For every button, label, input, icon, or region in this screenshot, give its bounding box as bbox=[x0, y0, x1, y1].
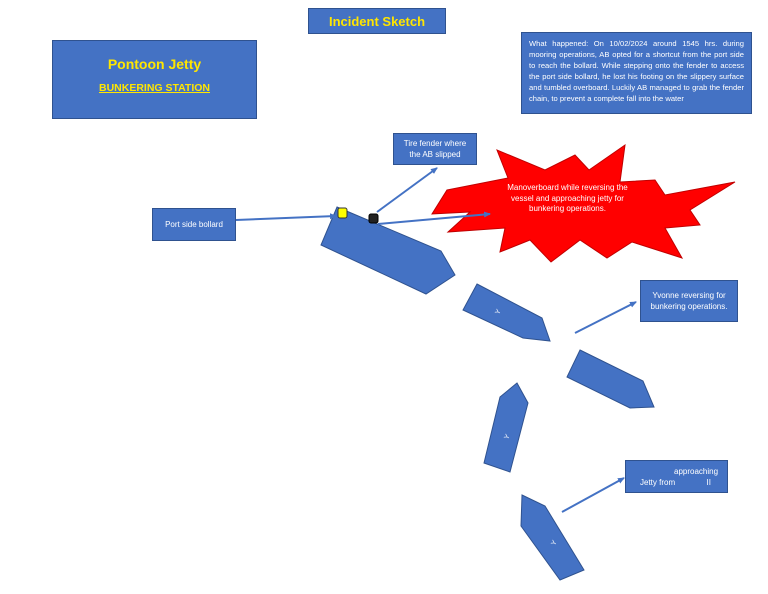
approaching-line-2a: Jetty from bbox=[640, 478, 676, 487]
incident-description: What happened: On 10/02/2024 around 1545… bbox=[521, 32, 752, 114]
incident-title-text: Incident Sketch bbox=[328, 13, 426, 29]
approaching-line-1: approaching bbox=[674, 467, 719, 476]
tire-fender-label: Tire fender where the AB slipped bbox=[403, 139, 467, 159]
approaching-callout: approaching Jetty from II bbox=[625, 460, 728, 493]
arrow-bollard bbox=[235, 213, 337, 221]
yvonne-callout: Yvonne reversing for bunkering operation… bbox=[640, 280, 738, 322]
bollard-callout: Port side bollard bbox=[152, 208, 236, 241]
vessel-5-mark: Y bbox=[550, 539, 559, 547]
location-box: Pontoon Jetty BUNKERING STATION bbox=[52, 40, 257, 119]
fender-marker bbox=[368, 213, 379, 224]
manoverboard-explosion bbox=[431, 143, 736, 263]
vessel-2-mark: Y bbox=[494, 308, 503, 316]
approaching-line-2: Jetty from II bbox=[632, 477, 721, 488]
vessel-moored bbox=[320, 206, 456, 295]
manoverboard-label: Manoverboard while reversing the vessel … bbox=[507, 183, 628, 213]
approaching-line-2b: II bbox=[706, 478, 711, 487]
arrow-approaching bbox=[561, 477, 625, 513]
location-subtitle: BUNKERING STATION bbox=[98, 82, 211, 94]
arrow-manoverboard bbox=[377, 211, 491, 225]
vessel-position-3 bbox=[566, 349, 655, 409]
vessel-position-4 bbox=[483, 382, 529, 473]
vessel-4-mark: Y bbox=[503, 433, 512, 441]
arrow-yvonne bbox=[574, 301, 637, 334]
arrow-tire-fender bbox=[376, 167, 438, 213]
vessel-position-5 bbox=[520, 494, 585, 581]
bollard-marker bbox=[337, 207, 348, 219]
yvonne-label: Yvonne reversing for bunkering operation… bbox=[650, 291, 728, 311]
tire-fender-callout: Tire fender where the AB slipped bbox=[393, 133, 477, 165]
vessel-position-2 bbox=[462, 283, 551, 342]
bollard-label: Port side bollard bbox=[165, 220, 223, 229]
incident-title: Incident Sketch bbox=[308, 8, 446, 34]
location-name: Pontoon Jetty bbox=[107, 56, 202, 72]
